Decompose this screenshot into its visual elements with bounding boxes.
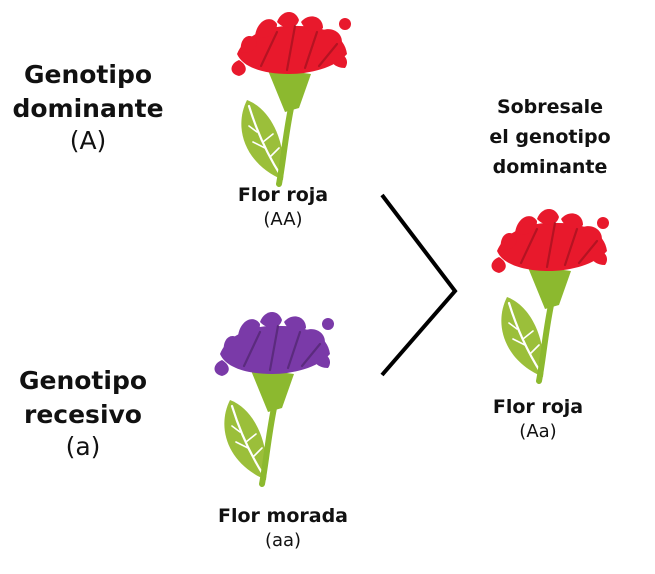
offspring-label: Flor roja (Aa) [455,394,621,444]
red-parent-label: Flor roja (AA) [200,182,366,232]
flower-icon-red [231,11,351,187]
result-note-line3: dominante [492,156,608,178]
flower-icon-red-offspring [491,208,609,384]
offspring-name: Flor roja [492,396,584,418]
offspring-flower [491,208,609,384]
dominant-title-line1: Genotipo [23,60,153,89]
red-parent-name: Flor roja [237,184,329,206]
flower-icon-purple [214,311,334,487]
dominant-title-line2: dominante [12,94,164,123]
recessive-title-line1: Genotipo [18,366,148,395]
red-parent-flower [231,11,351,187]
purple-parent-name: Flor morada [218,505,348,527]
red-parent-genotype: (AA) [263,209,303,230]
dominant-genotype-label: Genotipo dominante (A) [0,58,176,156]
recessive-title-line2: recesivo [24,400,142,429]
offspring-genotype: (Aa) [519,421,557,442]
purple-parent-label: Flor morada (aa) [190,503,376,553]
result-note-line2: el genotipo [489,126,611,148]
purple-parent-flower [214,311,334,487]
dominant-allele: (A) [69,126,107,155]
cross-connector [380,193,458,377]
recessive-genotype-label: Genotipo recesivo (a) [0,364,166,462]
recessive-allele: (a) [65,432,101,461]
result-note: Sobresale el genotipo dominante [460,92,640,182]
result-note-line1: Sobresale [496,96,604,118]
purple-parent-genotype: (aa) [264,530,302,551]
